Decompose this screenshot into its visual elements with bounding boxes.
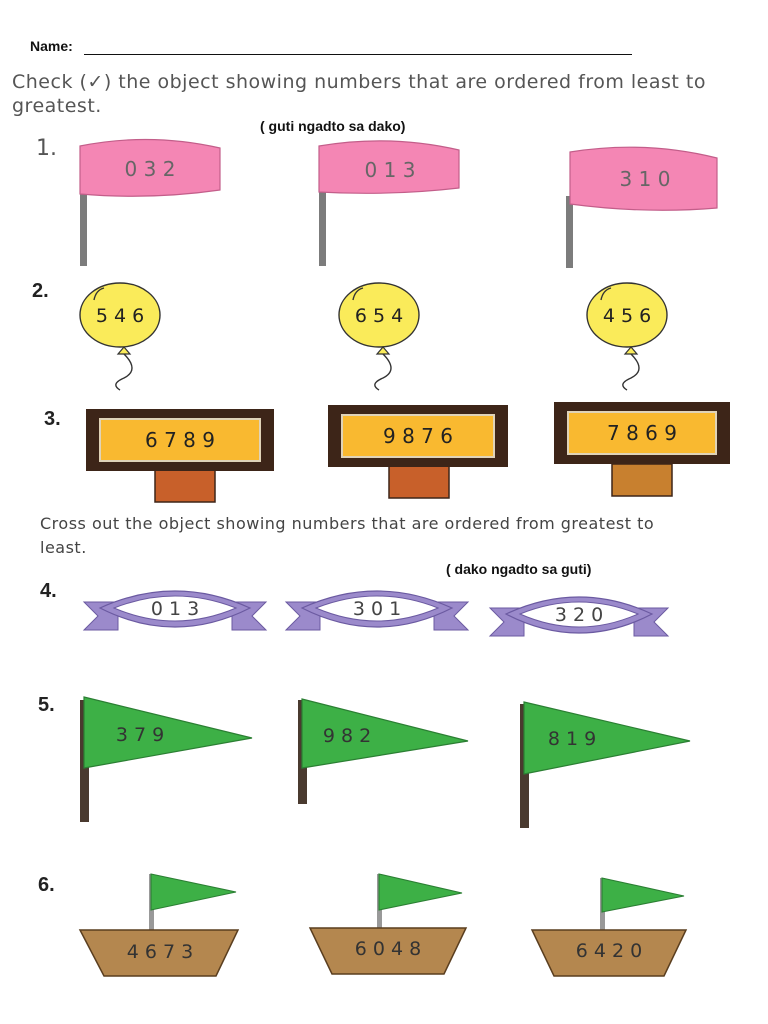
q2-option-2-balloon[interactable]: 6 5 4 — [338, 282, 420, 391]
q5-option-2-pennant[interactable]: 9 8 2 — [298, 698, 469, 804]
q5-option-1-pennant[interactable]: 3 7 9 — [80, 696, 253, 822]
hint-least-to-greatest: ( guti ngadto sa dako) — [260, 118, 406, 134]
q1-option-1-flag[interactable]: 0 3 2 — [79, 138, 221, 266]
q1-option-2-flag[interactable]: 0 1 3 — [318, 140, 460, 266]
q4-option-3-numbers: 3 2 0 — [555, 604, 603, 626]
q1-option-3-flag[interactable]: 3 1 0 — [566, 146, 718, 268]
q3-option-1-numbers: 6 7 8 9 — [145, 428, 215, 452]
name-label: Name: — [30, 38, 73, 54]
question-number-5: 5. — [38, 694, 55, 716]
q5-option-3-numbers: 8 1 9 — [548, 728, 596, 750]
q1-option-3-numbers: 3 1 0 — [620, 167, 671, 191]
q6-option-3-boat[interactable]: 6 4 2 0 — [530, 877, 688, 977]
q2-option-3-numbers: 4 5 6 — [603, 305, 651, 327]
q3-option-3-sign[interactable]: 7 8 6 9 — [554, 402, 730, 497]
q3-option-2-sign[interactable]: 9 8 7 6 — [328, 405, 508, 499]
q3-option-1-sign[interactable]: 6 7 8 9 — [86, 409, 274, 503]
instruction-check: Check (✓) the object showing numbers tha… — [12, 71, 706, 117]
q2-option-2-numbers: 6 5 4 — [355, 305, 403, 327]
q6-option-1-boat[interactable]: 4 6 7 3 — [78, 873, 240, 977]
q5-option-1-numbers: 3 7 9 — [116, 724, 164, 746]
question-number-3: 3. — [44, 408, 61, 430]
hint-greatest-to-least: ( dako ngadto sa guti) — [446, 561, 592, 577]
q2-option-3-balloon[interactable]: 4 5 6 — [586, 282, 668, 391]
q1-option-1-numbers: 0 3 2 — [125, 157, 176, 181]
q2-option-1-numbers: 5 4 6 — [96, 305, 144, 327]
q6-option-1-numbers: 4 6 7 3 — [127, 941, 193, 963]
q5-option-3-pennant[interactable]: 8 1 9 — [520, 701, 691, 828]
q4-option-1-ribbon[interactable]: 0 1 3 — [82, 590, 268, 631]
q1-option-2-numbers: 0 1 3 — [365, 158, 416, 182]
q2-option-1-balloon[interactable]: 5 4 6 — [79, 282, 161, 391]
q4-option-3-ribbon[interactable]: 3 2 0 — [488, 596, 670, 637]
q4-option-1-numbers: 0 1 3 — [151, 598, 199, 620]
name-field[interactable] — [84, 54, 632, 55]
question-number-2: 2. — [32, 280, 49, 302]
q4-option-2-numbers: 3 0 1 — [353, 598, 401, 620]
question-number-4: 4. — [40, 580, 57, 602]
q5-option-2-numbers: 9 8 2 — [323, 725, 371, 747]
question-number-6: 6. — [38, 874, 55, 896]
q4-option-2-ribbon[interactable]: 3 0 1 — [284, 590, 470, 631]
q6-option-2-numbers: 6 0 4 8 — [355, 938, 421, 960]
instruction-cross-out: Cross out the object showing numbers tha… — [40, 514, 655, 557]
q3-option-2-numbers: 9 8 7 6 — [383, 424, 453, 448]
question-number-1: 1. — [36, 136, 57, 161]
q6-option-3-numbers: 6 4 2 0 — [576, 940, 642, 962]
q3-option-3-numbers: 7 8 6 9 — [607, 421, 677, 445]
q6-option-2-boat[interactable]: 6 0 4 8 — [308, 873, 468, 975]
